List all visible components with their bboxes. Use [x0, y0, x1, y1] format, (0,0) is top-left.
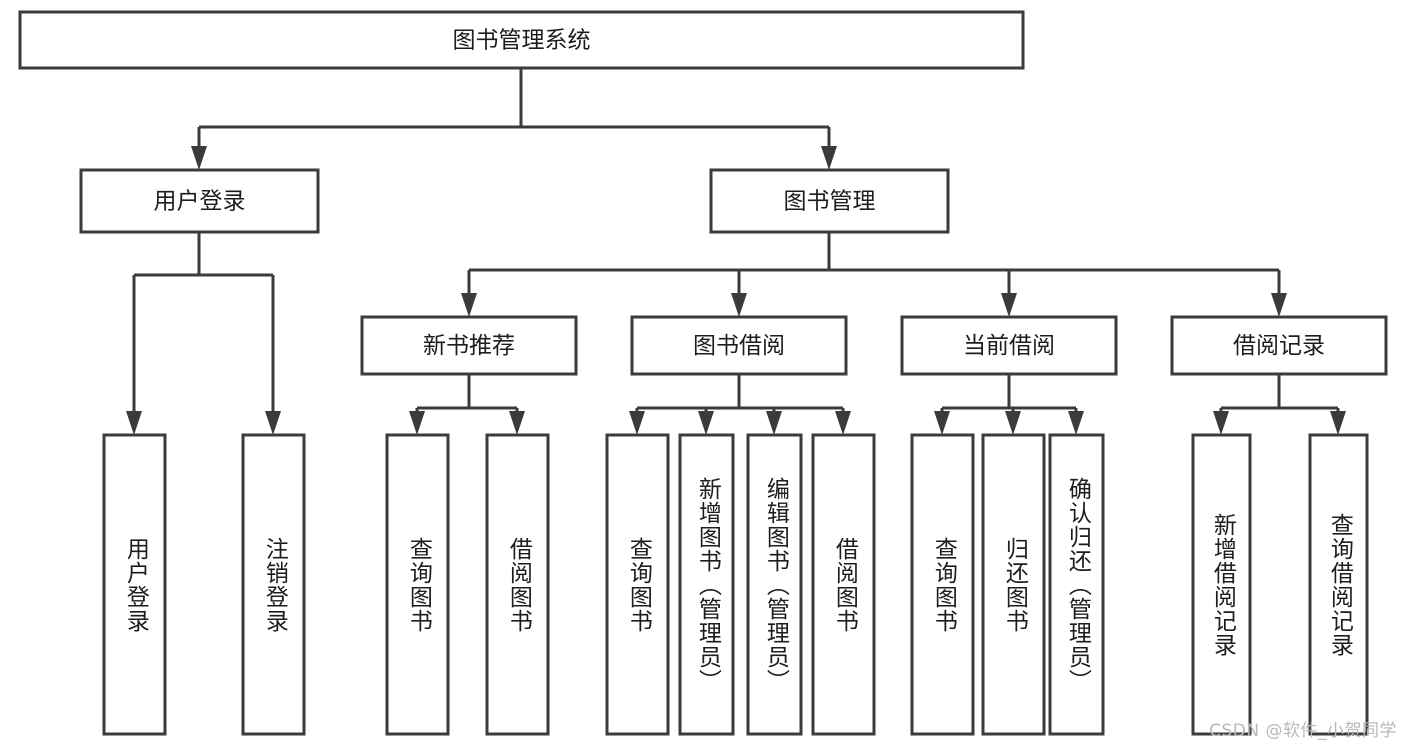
node-level2-user-login[interactable]	[79, 168, 320, 234]
arrow-head-icon	[934, 411, 950, 435]
arrow-head-icon	[821, 146, 837, 170]
arrow-head-icon	[1330, 411, 1346, 435]
arrow-head-icon	[835, 411, 851, 435]
node-root-root[interactable]	[18, 10, 1025, 70]
arrow-head-icon	[461, 293, 477, 317]
node-leaf-leaf-query-book-1[interactable]	[385, 433, 450, 736]
node-level3-book-borrow[interactable]	[630, 315, 848, 376]
node-leaf-leaf-add-record[interactable]	[1191, 433, 1252, 736]
node-leaf-leaf-borrow-book-1[interactable]	[485, 433, 550, 736]
node-leaf-leaf-add-book[interactable]	[678, 433, 735, 736]
arrow-head-icon	[1005, 411, 1021, 435]
node-leaf-leaf-query-book-2[interactable]	[605, 433, 670, 736]
arrow-head-icon	[265, 411, 281, 435]
node-level2-label-book-manage: 图书管理	[784, 189, 876, 215]
arrow-head-icon	[509, 411, 525, 435]
node-leaf-leaf-edit-book[interactable]	[746, 433, 803, 736]
node-level2-label-user-login: 用户登录	[154, 189, 246, 215]
arrow-head-icon	[191, 146, 207, 170]
arrow-head-icon	[698, 411, 714, 435]
node-leaf-leaf-query-record[interactable]	[1308, 433, 1369, 736]
arrow-head-icon	[1068, 411, 1084, 435]
arrow-head-icon	[409, 411, 425, 435]
node-leaf-leaf-logout[interactable]	[241, 433, 306, 736]
node-leaf-leaf-user-login[interactable]	[102, 433, 167, 736]
node-leaf-leaf-confirm-return[interactable]	[1048, 433, 1105, 736]
node-level3-borrow-record[interactable]	[1170, 315, 1388, 376]
arrow-head-icon	[629, 411, 645, 435]
connector-layer	[126, 68, 1346, 435]
arrow-head-icon	[1271, 293, 1287, 317]
node-level3-label-book-borrow: 图书借阅	[693, 333, 785, 359]
watermark: CSDN @软件_小贺同学	[1209, 721, 1397, 741]
arrow-head-icon	[766, 411, 782, 435]
node-level3-new-book-rec[interactable]	[360, 315, 578, 376]
node-level2-book-manage[interactable]	[709, 168, 950, 234]
node-level3-label-current-borrow: 当前借阅	[963, 333, 1055, 359]
node-level3-label-new-book-rec: 新书推荐	[423, 333, 515, 359]
arrow-head-icon	[1213, 411, 1229, 435]
node-leaf-leaf-return-book[interactable]	[981, 433, 1046, 736]
arrow-head-icon	[126, 411, 142, 435]
node-level3-current-borrow[interactable]	[900, 315, 1118, 376]
node-root-label-root: 图书管理系统	[453, 28, 591, 54]
node-leaf-leaf-query-book-3[interactable]	[910, 433, 975, 736]
node-level3-label-borrow-record: 借阅记录	[1233, 333, 1325, 359]
arrow-head-icon	[731, 293, 747, 317]
box-layer	[18, 10, 1388, 736]
arrow-head-icon	[1001, 293, 1017, 317]
node-leaf-leaf-borrow-book-2[interactable]	[811, 433, 876, 736]
